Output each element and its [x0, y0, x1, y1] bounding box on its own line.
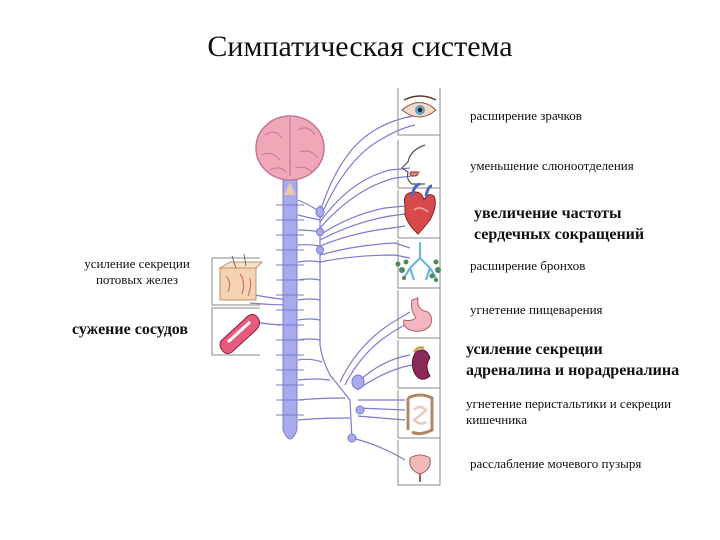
organ-boxes: [397, 88, 441, 486]
mouth-icon: [401, 144, 426, 185]
label-bladder: расслабление мочевого пузыря: [470, 456, 642, 471]
label-sweat-glands: усиление секреции потовых желез: [84, 256, 190, 288]
kidney-icon: [411, 346, 431, 380]
label-saliva: уменьшение слюноотделения: [470, 158, 634, 173]
label-adrenal: усиление секреции адреналина и норадрена…: [466, 341, 680, 379]
skin-icon: [218, 253, 264, 301]
eye-icon: [401, 95, 437, 118]
bladder-icon: [409, 454, 431, 482]
ganglia: [315, 206, 365, 443]
brain-icon: [255, 115, 325, 195]
left-boxes: [211, 257, 260, 356]
label-intestine: угнетение перистальтики и секреции кишеч…: [466, 396, 672, 428]
stomach-icon: [403, 297, 433, 332]
label-pupils: расширение зрачков: [470, 108, 582, 123]
intestine-icon: [406, 393, 434, 436]
vessel-icon: [219, 313, 261, 355]
label-bronchi: расширение бронхов: [470, 258, 586, 273]
heart-icon: [404, 182, 436, 235]
lungs-icon: [395, 242, 441, 282]
label-digestion: угнетение пищеварения: [470, 302, 603, 317]
label-vessels: сужение сосудов: [72, 321, 189, 338]
label-heart: увеличение частоты сердечных сокращений: [474, 205, 645, 243]
page-title: Симпатическая система: [207, 30, 513, 63]
spinal-cord: [276, 179, 304, 440]
